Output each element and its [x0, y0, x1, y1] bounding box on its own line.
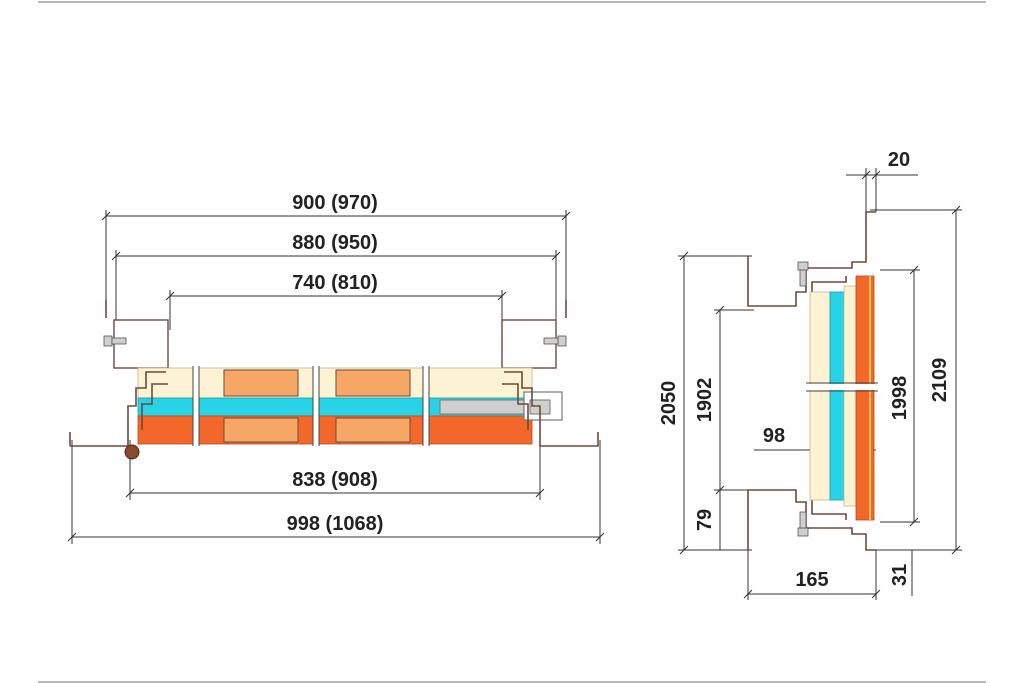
- section-top-bolt-icon: [797, 261, 809, 287]
- section-view: 20 2050 1902 79 1998 2109 98 165 31: [658, 149, 962, 600]
- dim-frame-outer: 880 (950): [292, 232, 378, 254]
- dim-bottom-gap: 79: [694, 509, 716, 531]
- plan-left-bolt-icon: [103, 335, 127, 347]
- dim-overall-top: 900 (970): [292, 192, 378, 214]
- plan-right-bolt-icon: [543, 335, 567, 347]
- plan-right-wall-profile: [539, 432, 599, 447]
- plan-left-wall-profile: [69, 432, 129, 447]
- dim-leaf-height: 1998: [889, 376, 911, 421]
- dim-top-offset: 20: [888, 149, 910, 171]
- plan-dimension-lines: [67, 210, 605, 544]
- dim-clear-opening: 740 (810): [292, 272, 378, 294]
- dim-overall-bottom: 998 (1068): [287, 513, 384, 535]
- plan-door-leaf: [137, 366, 563, 446]
- section-bottom-bolt-icon: [797, 511, 809, 537]
- dim-height-overall: 2109: [929, 358, 951, 403]
- dim-bottom-offset: 31: [889, 564, 911, 586]
- dim-height-total: 2050: [658, 381, 680, 426]
- plan-hinge-icon: [124, 444, 140, 460]
- dim-height-clear: 1902: [694, 378, 716, 423]
- section-dimension-lines: [678, 168, 962, 600]
- dim-leaf-thickness: 98: [763, 425, 785, 447]
- plan-view: 900 (970) 880 (950) 740 (810) 838 (908) …: [67, 192, 605, 544]
- section-door-leaf: [806, 275, 878, 521]
- dim-leaf: 838 (908): [292, 469, 378, 491]
- dim-depth: 165: [795, 569, 828, 591]
